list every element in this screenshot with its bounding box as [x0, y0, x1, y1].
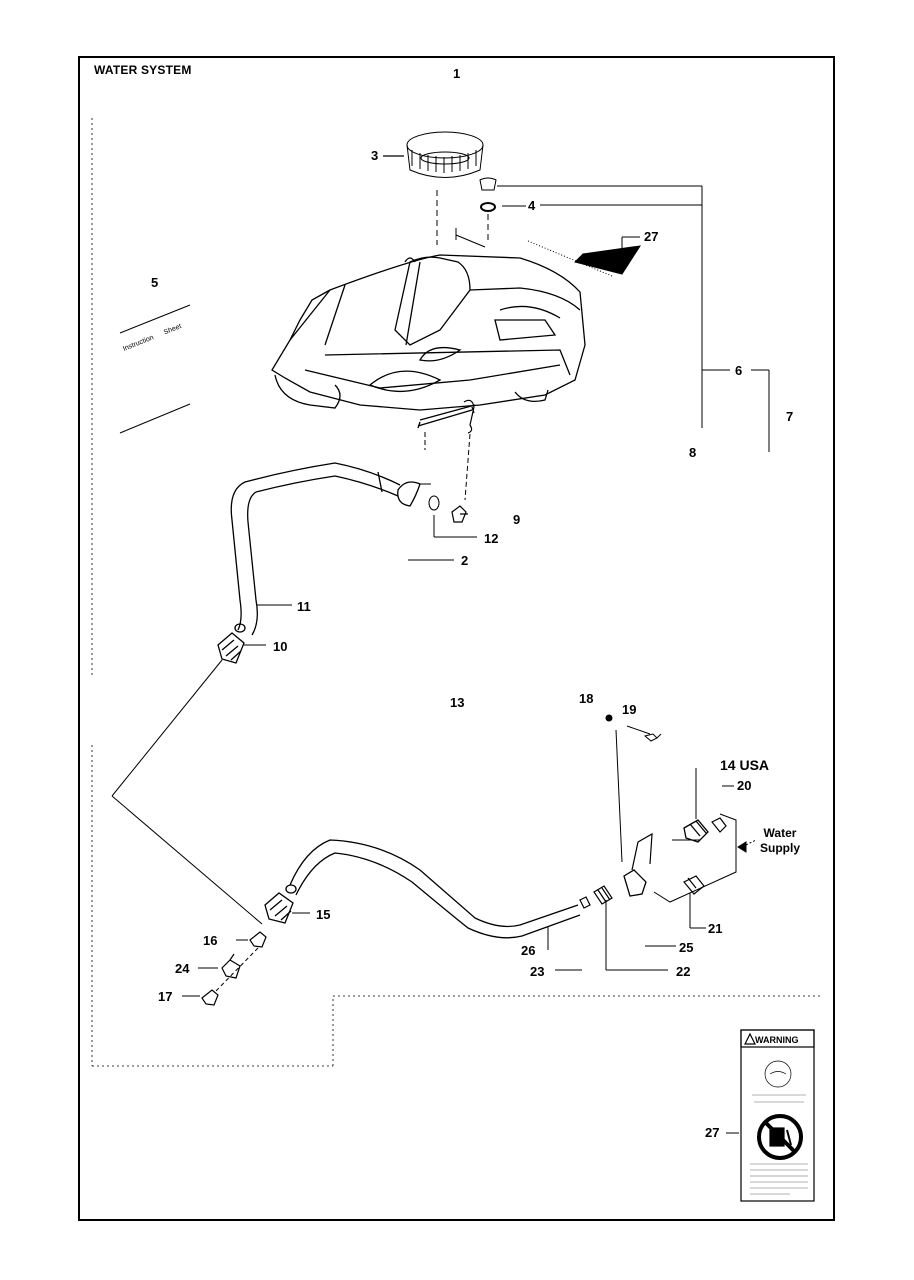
dotted-boundary	[91, 118, 822, 1067]
callout-16: 16	[203, 933, 218, 948]
callout-9: 9	[513, 512, 521, 527]
callout-4: 4	[528, 198, 536, 213]
callout-5: 5	[151, 275, 159, 290]
callout-14-usa: 14 USA	[720, 757, 770, 773]
callout-27-bottom: 27	[705, 1125, 720, 1140]
callout-26: 26	[521, 943, 536, 958]
instruction-sheet-word2: Sheet	[163, 323, 183, 336]
water-supply-line1: Water	[763, 826, 797, 840]
callout-24: 24	[175, 961, 190, 976]
callout-3: 3	[371, 148, 379, 163]
page-border	[78, 56, 835, 1221]
callout-22: 22	[676, 964, 691, 979]
warning-header: WARNING	[755, 1035, 799, 1045]
warning-decal	[740, 1029, 815, 1202]
callout-7: 7	[786, 409, 794, 424]
callout-23: 23	[530, 964, 545, 979]
callout-17: 17	[158, 989, 173, 1004]
callout-10: 10	[273, 639, 288, 654]
water-supply-line2: Supply	[760, 841, 801, 855]
callout-1: 1	[453, 66, 461, 81]
callout-11: 11	[297, 599, 311, 614]
page-title: WATER SYSTEM	[94, 63, 192, 77]
instruction-sheet-word1: Instruction	[122, 334, 155, 353]
callout-18: 18	[579, 691, 594, 706]
callout-13: 13	[450, 695, 465, 710]
lower-hose	[289, 839, 581, 939]
water-tank	[271, 254, 586, 429]
hose-connector-10	[217, 623, 246, 664]
callout-6: 6	[735, 363, 743, 378]
vent-plug	[479, 177, 497, 212]
upper-hose	[230, 462, 401, 636]
callout-8: 8	[689, 445, 697, 460]
callout-21: 21	[708, 921, 723, 936]
callout-25: 25	[679, 940, 694, 955]
callout-15: 15	[316, 907, 331, 922]
water-supply-label: Water Supply	[760, 826, 800, 856]
callout-19: 19	[622, 702, 637, 717]
callout-2: 2	[461, 553, 469, 568]
callout-12: 12	[484, 531, 499, 546]
hose-connector-15	[264, 884, 297, 924]
callout-27-top: 27	[644, 229, 659, 244]
callout-20: 20	[737, 778, 752, 793]
filler-cap	[406, 131, 484, 178]
